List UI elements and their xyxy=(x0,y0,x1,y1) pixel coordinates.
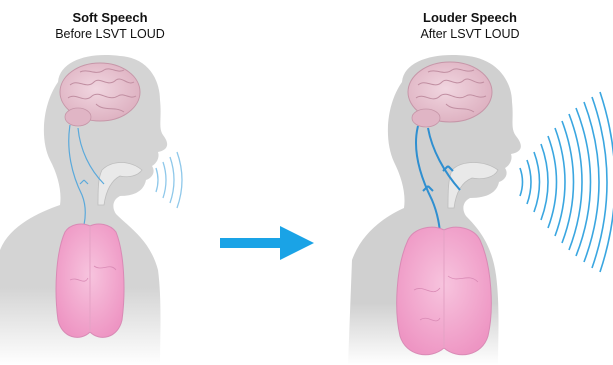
right-figure xyxy=(348,55,613,365)
left-sound-wave-icon xyxy=(156,152,182,208)
right-lungs-icon xyxy=(397,227,492,355)
left-lungs-icon xyxy=(56,224,124,337)
right-sound-wave-icon xyxy=(520,92,613,272)
right-arrow-icon xyxy=(220,226,314,260)
left-figure xyxy=(0,55,182,365)
